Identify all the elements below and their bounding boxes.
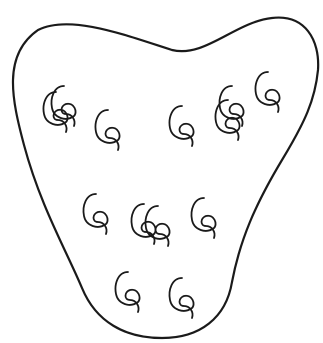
spiral-curl-icon [96,110,120,150]
spiral-curl-icon [44,92,68,132]
spiral-curl-icon [84,194,108,234]
spiral-curl-icon [170,106,194,146]
spiral-curl-icon [132,204,156,244]
spiral-curl-icon [146,206,170,246]
spiral-curl-icon [220,86,244,126]
spiral-curl-icon [116,272,140,312]
set-boundary [13,18,318,338]
spiral-curl-icon [256,72,280,112]
spiral-curl-icon [192,198,216,238]
spiral-curl-icon [170,278,194,318]
